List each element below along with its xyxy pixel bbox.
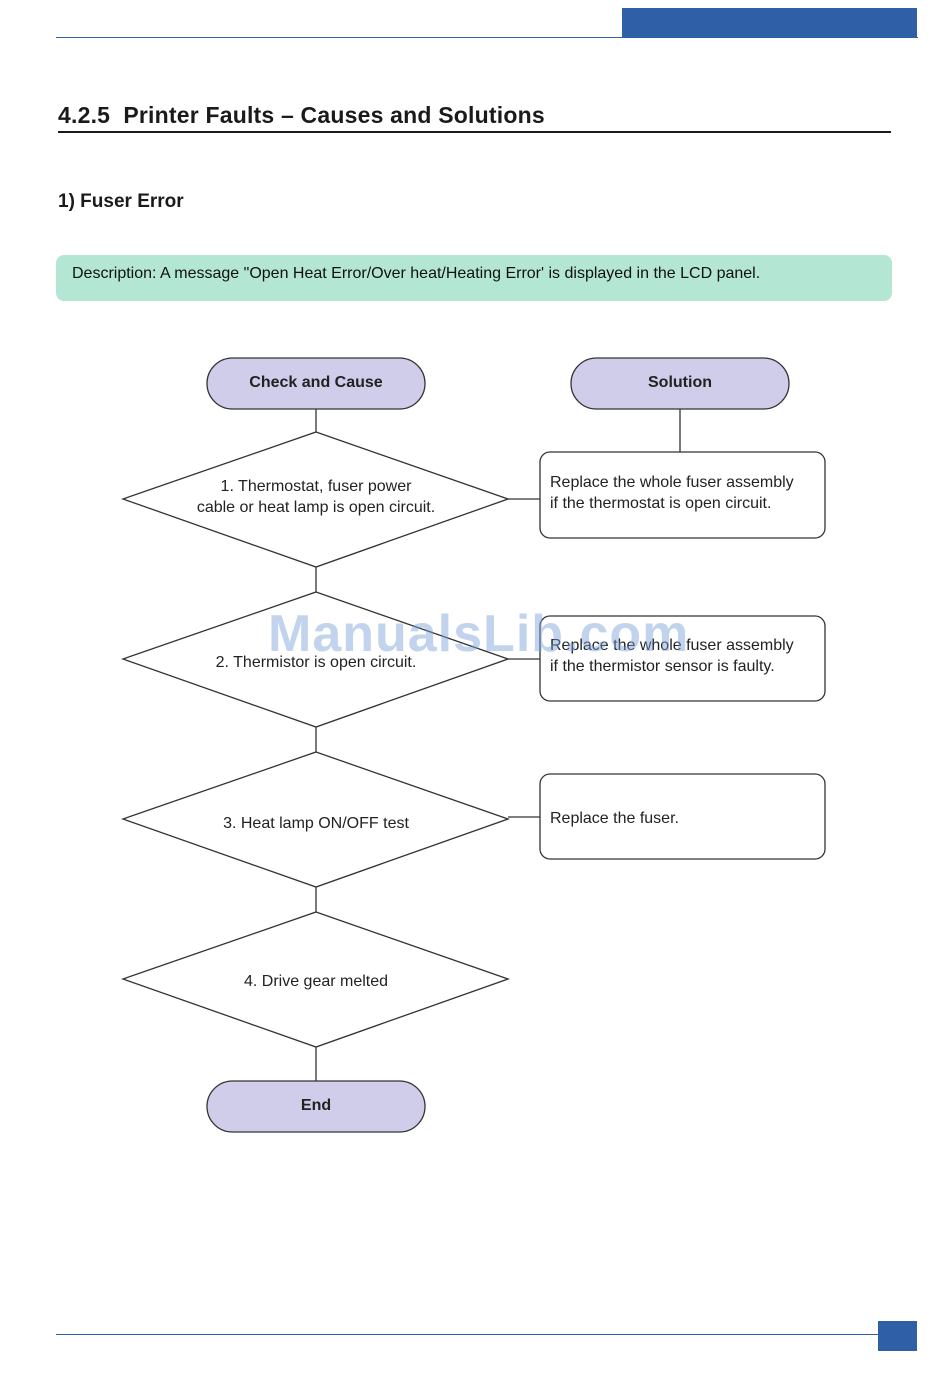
section-title: 1) Fuser Error xyxy=(58,191,184,212)
page-title: 4.2.5 Printer Faults – Causes and Soluti… xyxy=(58,102,891,133)
footer-accent-block xyxy=(878,1321,917,1351)
solution-1-line-1: Replace the whole fuser assembly xyxy=(550,474,794,491)
check-step-2: 2. Thermistor is open circuit. xyxy=(140,652,492,673)
check-step-1-line-2: cable or heat lamp is open circuit. xyxy=(196,499,436,516)
check-step-4: 4. Drive gear melted xyxy=(140,971,492,992)
header-accent-block xyxy=(622,8,917,37)
footer-rule xyxy=(56,1334,878,1335)
solution-3-line-1: Replace the fuser. xyxy=(550,810,679,827)
end-label: End xyxy=(300,1097,332,1114)
solution-text-2: Replace the whole fuser assembly if the … xyxy=(550,635,820,677)
solution-1-line-2: if the thermostat is open circuit. xyxy=(550,495,772,512)
decision-diamond-3 xyxy=(121,751,510,888)
solution-text-3: Replace the fuser. xyxy=(550,808,820,829)
solution-header-label: Solution xyxy=(648,374,712,391)
solution-header-pill xyxy=(570,357,790,410)
description-box: Description: A message "Open Heat Error/… xyxy=(56,255,892,301)
solution-2-line-2: if the thermistor sensor is faulty. xyxy=(550,658,775,675)
end-pill xyxy=(206,1080,426,1133)
header-rule xyxy=(56,37,918,38)
check-header-label: Check and Cause xyxy=(249,374,383,391)
solution-2-line-1: Replace the whole fuser assembly xyxy=(550,637,794,654)
check-header-pill xyxy=(206,357,426,410)
watermark: ManualsLib.com xyxy=(268,605,690,663)
check-step-1: 1. Thermostat, fuser power cable or heat… xyxy=(140,476,492,518)
check-step-2-line-1: 2. Thermistor is open circuit. xyxy=(215,654,417,671)
solution-box-3 xyxy=(539,773,826,860)
check-step-3: 3. Heat lamp ON/OFF test xyxy=(140,813,492,834)
check-step-1-line-1: 1. Thermostat, fuser power xyxy=(220,478,412,495)
decision-diamond-4 xyxy=(121,911,510,1048)
decision-diamond-2 xyxy=(121,591,510,728)
check-step-4-line-1: 4. Drive gear melted xyxy=(243,973,389,990)
decision-diamond-1 xyxy=(121,431,510,568)
description-text: Description: A message "Open Heat Error/… xyxy=(72,265,761,282)
solution-box-1 xyxy=(539,451,826,539)
check-step-3-line-1: 3. Heat lamp ON/OFF test xyxy=(223,815,409,832)
solution-box-2 xyxy=(539,615,826,702)
solution-text-1: Replace the whole fuser assembly if the … xyxy=(550,472,820,514)
